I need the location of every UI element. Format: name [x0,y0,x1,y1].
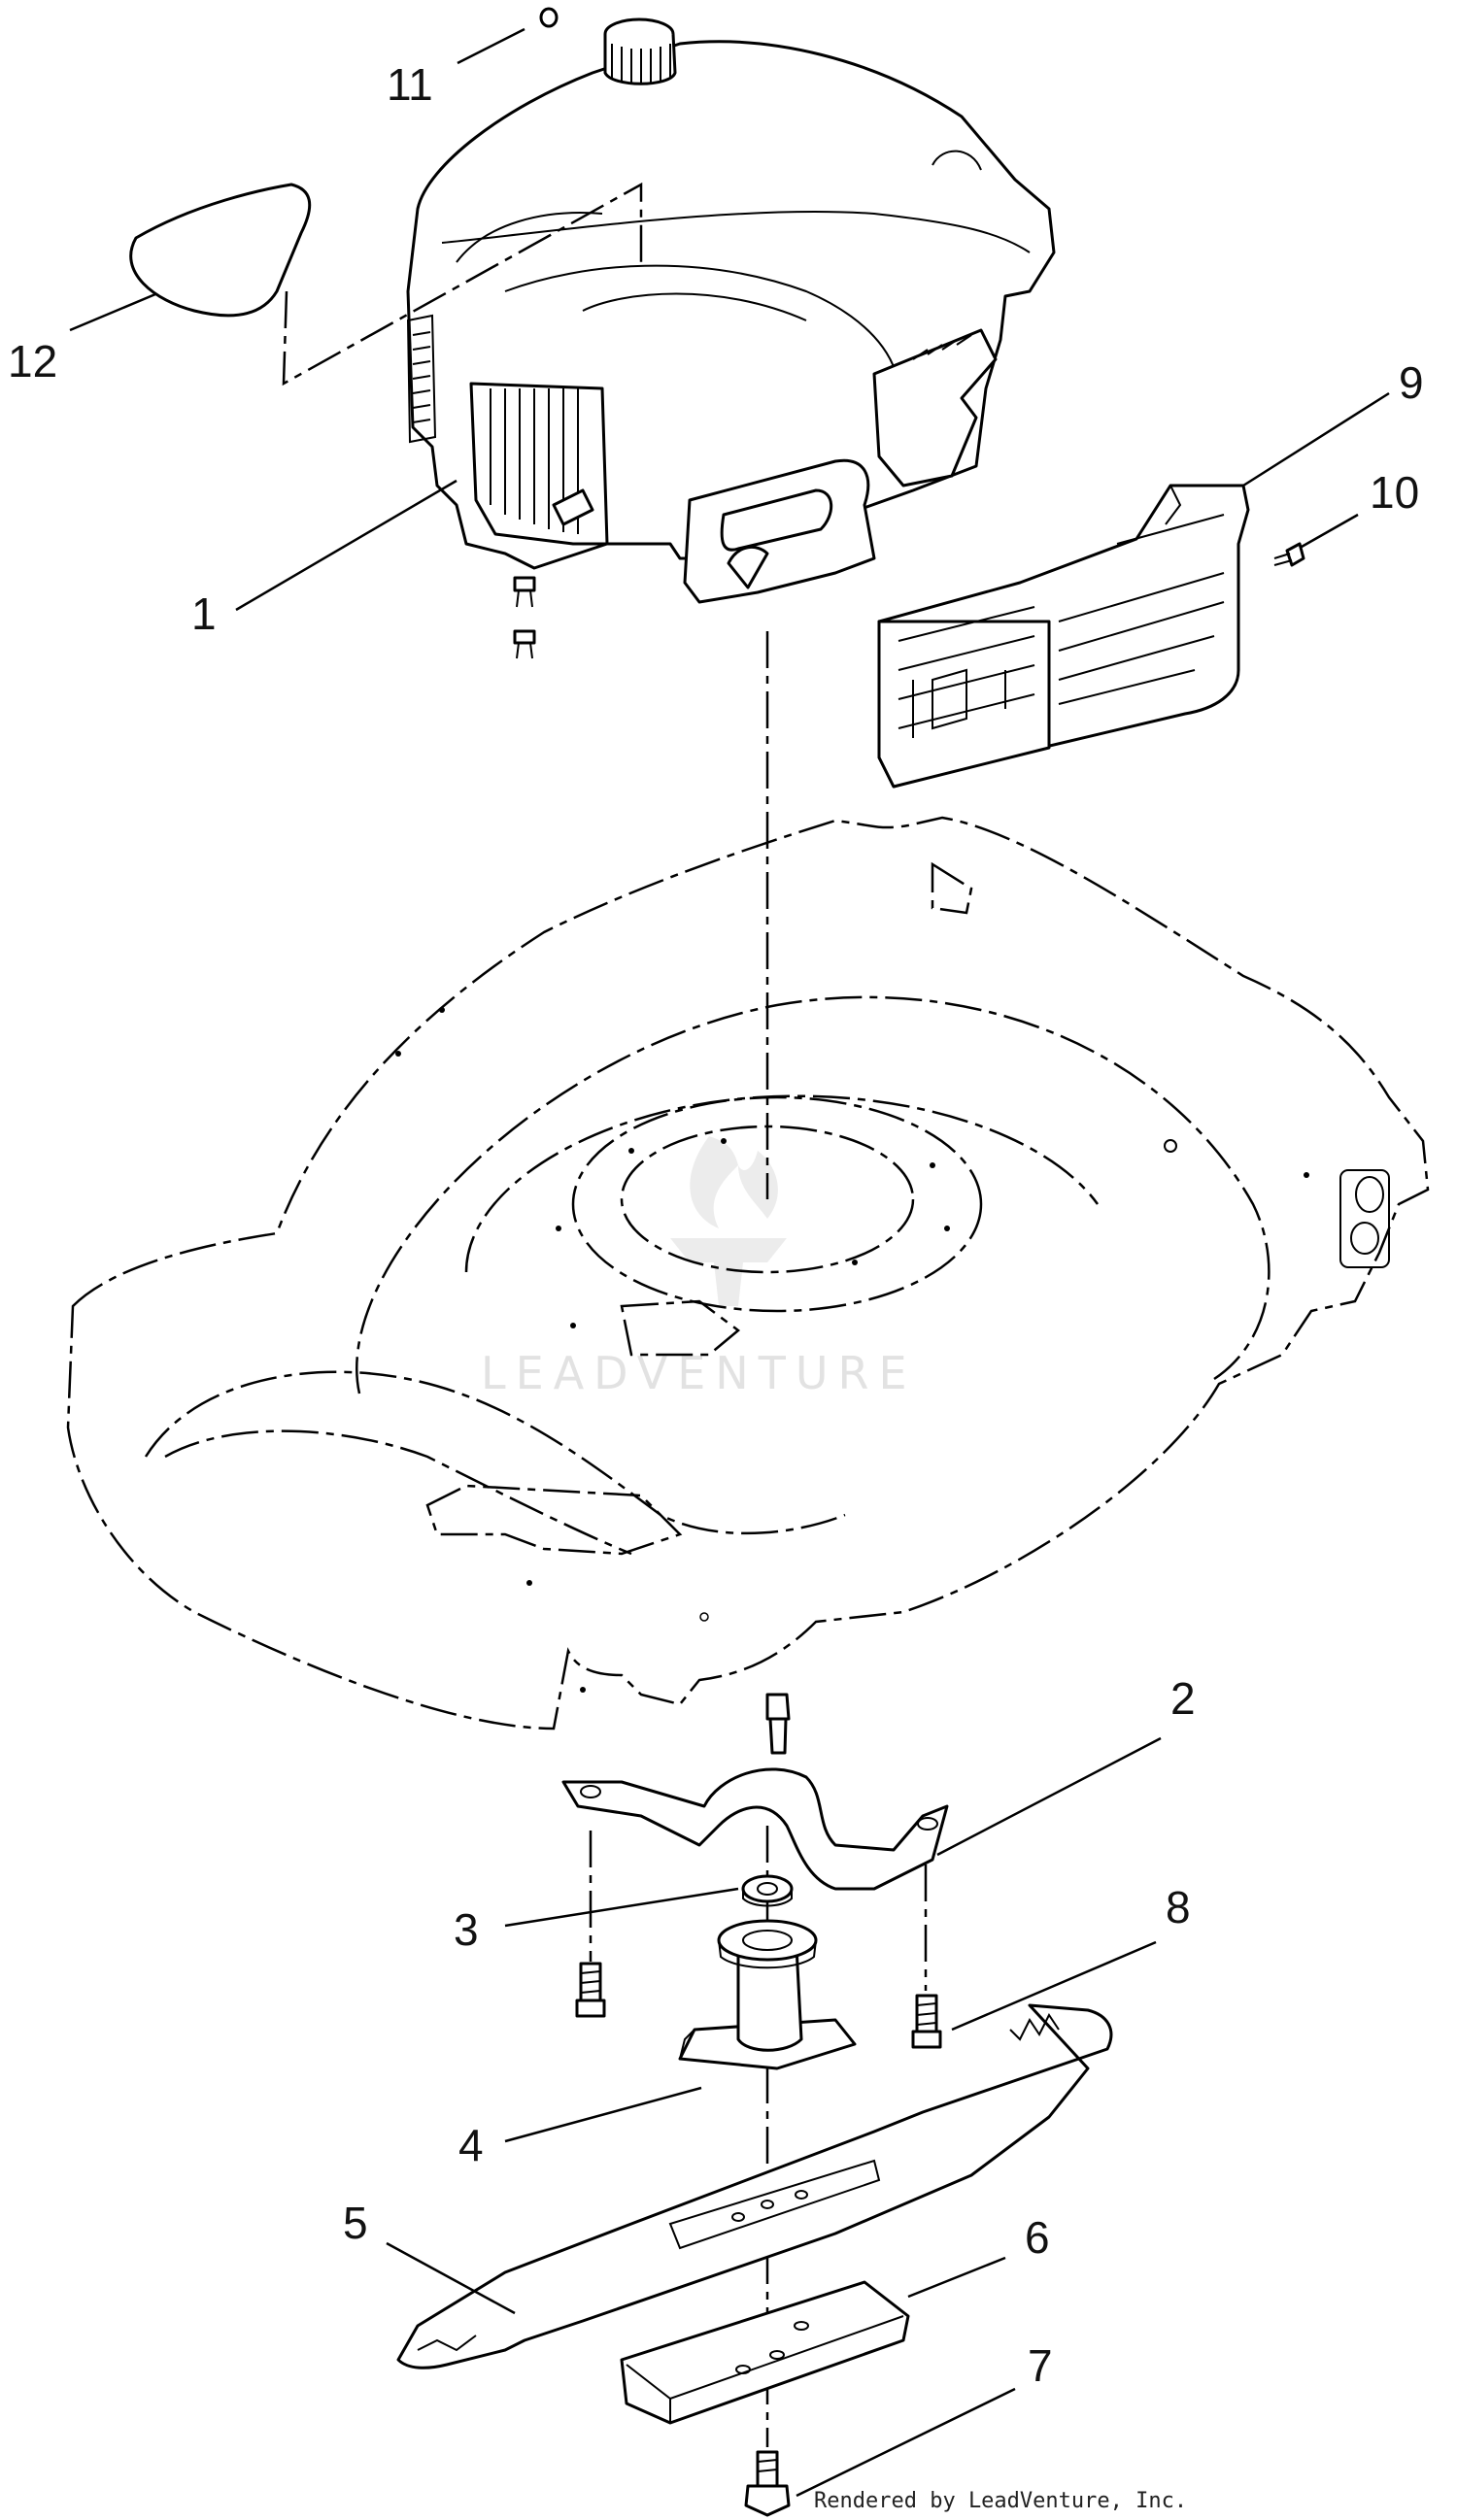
callout-7: 7 [1028,2340,1053,2391]
bolt-8-icon [575,1962,942,2049]
leader-7 [796,2387,1016,2498]
fitting-11-icon [539,7,559,28]
fuel-cap-icon [603,17,677,85]
watermark-logo-icon [670,1136,787,1306]
leader-11 [457,27,525,65]
mounting-bolt-icon [513,576,536,659]
callout-4: 4 [458,2120,484,2170]
watermark-text: LEADVENTURE [481,1347,917,1399]
callout-9: 9 [1399,357,1424,408]
leader-1 [235,479,457,612]
leader-3 [504,1887,739,1928]
callout-5: 5 [343,2198,368,2248]
mower-deck [66,816,1430,1730]
leader-9 [1242,391,1390,487]
air-filter-cover [129,182,643,386]
callout-8: 8 [1166,1882,1191,1932]
muffler-guard [877,484,1250,789]
blade-stiffener [620,2280,910,2425]
leader-2 [936,1736,1162,1857]
blade-bolt-icon [744,2450,791,2517]
callout-10: 10 [1370,467,1419,518]
callout-12: 12 [8,336,57,386]
callout-1: 1 [191,588,217,639]
leader-8 [951,1940,1157,2032]
washer-3-icon [741,1874,794,1907]
leader-5 [386,2241,516,2315]
callout-3: 3 [454,1904,479,1955]
callout-2: 2 [1170,1673,1196,1724]
leader-12 [69,292,156,332]
callout-6: 6 [1025,2212,1050,2263]
screw-10-icon [1273,542,1305,567]
blade-bracket [561,1693,949,1891]
callout-11: 11 [387,59,433,110]
engine [406,17,1056,659]
leader-4 [504,2086,702,2143]
leader-6 [907,2256,1006,2299]
blade-adapter [678,1919,857,2070]
watermark: LEADVENTURE [481,1136,917,1399]
leader-10 [1301,513,1359,549]
mower-blade [396,2003,1113,2369]
render-credit: Rendered by LeadVenture, Inc. [814,2489,1187,2513]
